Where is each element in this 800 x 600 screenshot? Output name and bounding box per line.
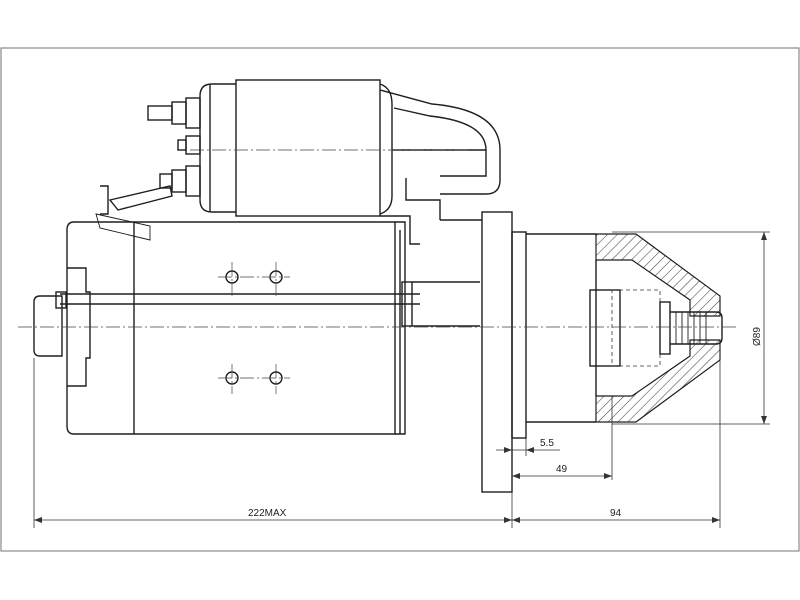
dimension-lines xyxy=(33,231,770,528)
drawing-frame xyxy=(0,47,800,552)
mounting-flange xyxy=(440,211,527,493)
dim-label-pinion-length: 94 xyxy=(610,508,622,519)
pinion-nose xyxy=(526,233,723,423)
dim-label-5-5: 5.5 xyxy=(540,438,554,449)
motor-housing xyxy=(33,221,480,435)
solenoid xyxy=(95,79,501,245)
dim-label-overall-length: 222MAX xyxy=(248,508,287,519)
dim-label-diameter: Ø89 xyxy=(752,327,763,346)
dim-label-49: 49 xyxy=(556,464,568,475)
